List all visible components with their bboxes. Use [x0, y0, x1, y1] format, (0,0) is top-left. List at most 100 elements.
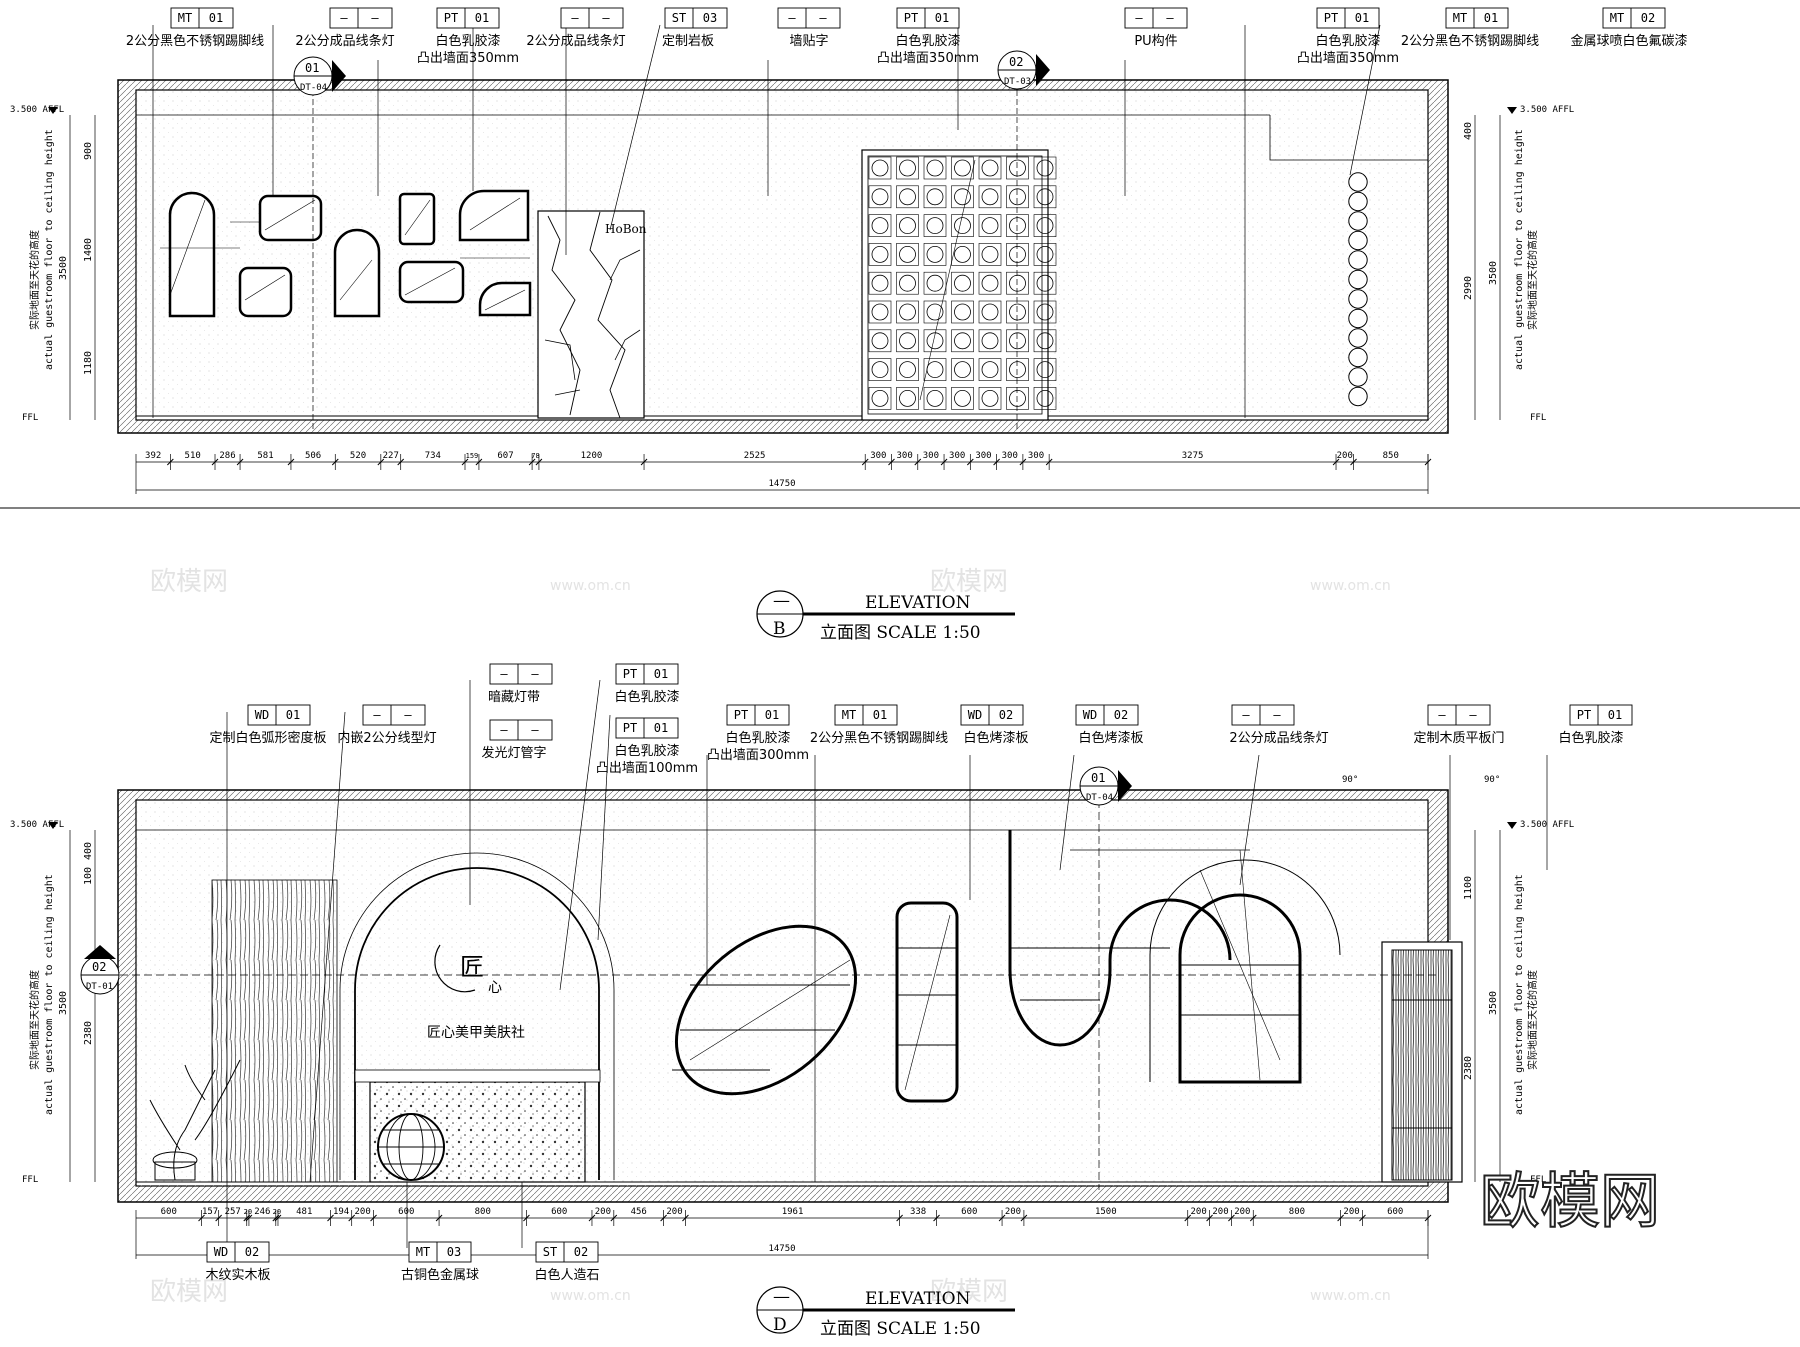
s-curve-shelf — [1008, 830, 1250, 1047]
material-tag-box — [489, 719, 553, 741]
d-section-1-num: 01 — [1091, 771, 1105, 785]
b-left-side-en: actual guestroom floor to ceiling height — [44, 129, 55, 370]
watermark-text: 欧模网 — [930, 1277, 1008, 1307]
material-tag-box — [615, 717, 679, 739]
niche-quarter-1 — [458, 189, 530, 242]
material-label: 白色烤漆板 — [963, 730, 1028, 746]
pu-panel-cell — [978, 300, 1002, 324]
material-number: 01 — [873, 708, 887, 722]
material-code: WD — [1083, 708, 1097, 722]
material-label: 内嵌2公分线型灯 — [337, 730, 436, 746]
dimension-value: 520 — [350, 451, 366, 461]
dimension-value: 3275 — [1182, 451, 1204, 461]
material-tag-box — [777, 7, 841, 29]
material-code: — — [1438, 708, 1446, 722]
metal-ball — [1348, 172, 1368, 192]
dimension-value: 257 — [225, 1207, 241, 1217]
material-code: MT — [178, 11, 192, 25]
d-right-total: 3500 — [1488, 991, 1499, 1015]
pu-panel-cell — [896, 185, 919, 209]
pu-panel-cell — [896, 271, 919, 295]
dimension-value: 800 — [1289, 1207, 1305, 1217]
pu-panel-cell — [868, 329, 892, 353]
d-left-seg-3: 2380 — [83, 1021, 94, 1045]
material-code: WD — [255, 708, 269, 722]
material-tag-box — [408, 1241, 472, 1263]
material-tag-box — [436, 7, 500, 29]
material-number: 02 — [245, 1245, 259, 1259]
b-right-seg-2: 2990 — [1463, 276, 1474, 300]
dimension-value: 300 — [1028, 451, 1044, 461]
dimension-value: 200 — [1005, 1207, 1021, 1217]
dimension-value: 300 — [923, 451, 939, 461]
material-code: ST — [672, 11, 686, 25]
d-angle-2: 90° — [1484, 775, 1500, 785]
d-right-level-floor: FFL — [1530, 1175, 1546, 1185]
pu-panel-cell — [978, 329, 1002, 353]
material-tag-box — [615, 663, 679, 685]
d-left-total: 3500 — [58, 991, 69, 1015]
pu-panel-cell — [868, 271, 892, 295]
material-number: 02 — [574, 1245, 588, 1259]
material-label: 2公分成品线条灯 — [1229, 730, 1328, 746]
b-marker-top: — — [773, 591, 790, 611]
material-code: PT — [1577, 708, 1591, 722]
metal-ball — [1348, 308, 1368, 329]
elevation-d-title: — D ELEVATION 立面图 SCALE 1:50 — [756, 1286, 1015, 1339]
pu-panel-cell — [978, 243, 1002, 266]
material-number: 01 — [475, 11, 489, 25]
dimension-value: 200 — [1234, 1207, 1250, 1217]
metal-ball — [1348, 386, 1368, 407]
material-label: 2公分成品线条灯 — [526, 33, 625, 49]
b-left-level-top: 3.500 AFFL — [10, 105, 64, 115]
pu-panel-cell — [951, 329, 974, 353]
pu-panel-cell — [868, 300, 892, 324]
niche-rect-2 — [238, 266, 293, 318]
dimension-value: 456 — [631, 1207, 647, 1217]
material-code: PT — [444, 11, 458, 25]
niche-rect-1 — [258, 194, 323, 242]
logo-char-small: 心 — [488, 980, 502, 996]
elevation-d-levels: 3.500 AFFL FFL 3.500 AFFL FFL 400 100 23… — [10, 820, 1574, 1185]
pu-panel-cell — [1033, 329, 1057, 353]
material-label: 2公分成品线条灯 — [295, 33, 394, 49]
b-right-seg-1: 400 — [1463, 122, 1474, 140]
b-right-side-en: actual guestroom floor to ceiling height — [1514, 129, 1525, 370]
material-label: 白色人造石 — [534, 1267, 599, 1283]
pu-panel-cell — [868, 185, 892, 209]
dimension-value: 506 — [305, 451, 321, 461]
material-tag-box — [362, 704, 426, 726]
b-subtitle: 立面图 SCALE 1:50 — [820, 623, 981, 643]
material-number: 01 — [935, 11, 949, 25]
dimension-value: 200 — [1343, 1207, 1359, 1217]
d-right-side-en: actual guestroom floor to ceiling height — [1514, 874, 1525, 1115]
dimension-value: 300 — [1002, 451, 1018, 461]
material-tag-box — [329, 7, 393, 29]
material-label: 定制白色弧形密度板 — [209, 730, 326, 746]
pu-panel-cell — [923, 387, 947, 410]
pu-panel-cell — [896, 300, 919, 324]
watermark-text: www.om.cn — [1310, 578, 1391, 594]
dimension-value: 600 — [961, 1207, 977, 1217]
material-code: — — [571, 11, 579, 25]
d-left-seg-2: 100 — [83, 867, 94, 885]
material-code: MT — [1453, 11, 1467, 25]
elevation-d-wall-surface — [136, 800, 1428, 1186]
oval-shelf — [672, 924, 858, 1096]
watermark-text: www.om.cn — [550, 578, 631, 594]
d-marker-letter: D — [773, 1315, 787, 1335]
material-label: 墙贴字 — [789, 34, 828, 49]
elevation-b-section-marks: 01 DT-04 02 DT-03 — [293, 50, 1050, 96]
material-number: 01 — [209, 11, 223, 25]
d-left-seg-1: 400 — [83, 842, 94, 860]
arch-window-shelf — [1149, 849, 1341, 1084]
brand-watermark: 欧模网 — [1480, 1167, 1660, 1237]
pu-panel-grid — [861, 149, 1057, 421]
d-marker-top: — — [773, 1287, 790, 1307]
material-tag-box — [664, 7, 728, 29]
metal-ball — [1348, 347, 1368, 368]
pu-panel-cell — [951, 300, 974, 324]
pu-panel-cell — [978, 156, 1002, 180]
